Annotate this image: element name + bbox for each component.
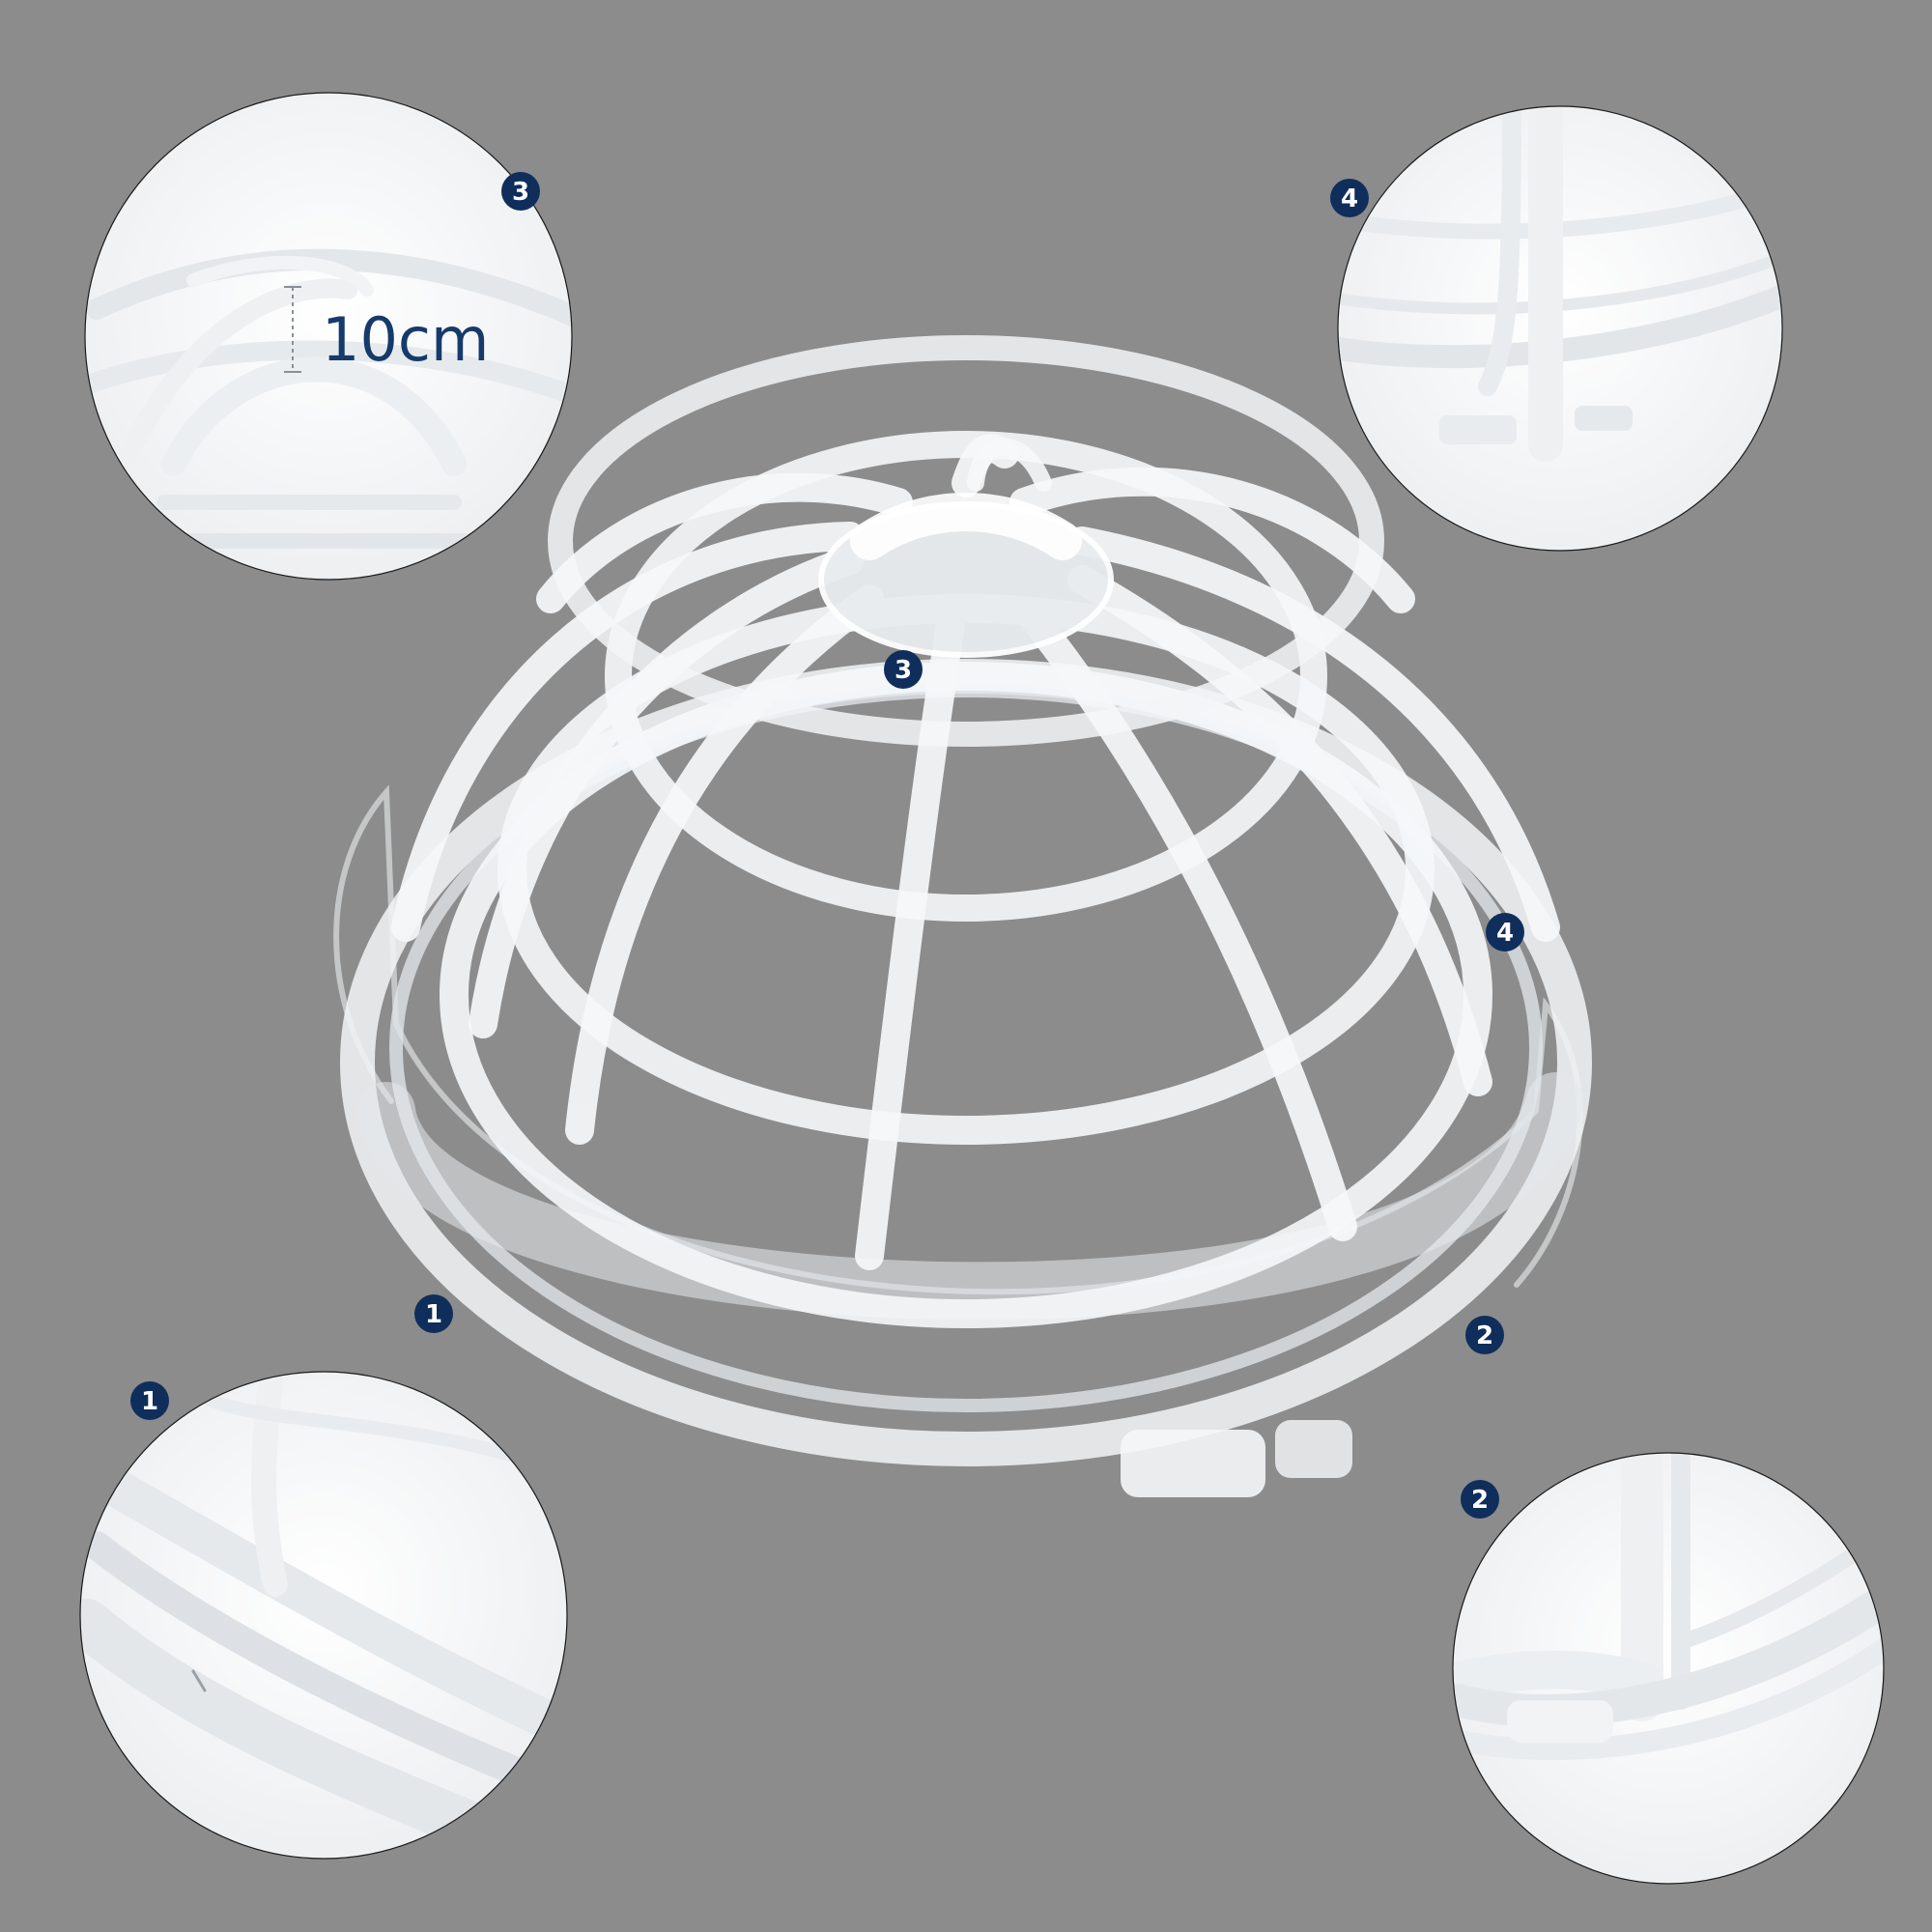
callout-badge [1486,913,1524,952]
callout-number: 1 [425,1300,442,1329]
callout-zoom-1: 1 [130,1381,169,1420]
callout-badge [1461,1480,1499,1519]
hat-cage-main [333,335,1592,1497]
zoom-detail-4 [1337,105,1783,552]
callout-main-2: 2 [1465,1316,1504,1354]
cage-base-skirt [357,1072,1584,1321]
callout-zoom-2: 2 [1461,1480,1499,1519]
cage-crown-top [850,493,1082,560]
callout-badge [130,1381,169,1420]
cage-front-clip-2 [1275,1420,1352,1478]
callout-badge [1465,1316,1504,1354]
callout-main-3: 3 [884,650,923,689]
callout-main-4: 4 [1486,913,1524,952]
cage-ribs [391,434,1560,1270]
callout-badge [1330,179,1369,217]
callout-number: 2 [1471,1486,1489,1515]
measurement-label: 10cm [322,304,489,375]
callout-number: 4 [1496,919,1514,948]
measurement-marker [284,286,301,373]
zoom-detail-3: 10cm [84,92,573,581]
cage-front-clip [1121,1430,1265,1497]
callout-number: 3 [895,656,912,685]
cage-ring-top [548,335,1384,747]
callout-main-1: 1 [414,1294,453,1333]
cage-hang-loop [967,438,1052,492]
callout-zoom-4: 4 [1330,179,1369,217]
cage-ring-upper [605,431,1327,922]
callout-number: 3 [512,178,529,207]
callout-badge [414,1294,453,1333]
zoom-detail-1 [79,1371,568,1860]
callout-zoom-3: 3 [501,172,540,211]
callout-number: 4 [1341,185,1358,213]
callout-number: 1 [141,1387,158,1416]
callout-badge [501,172,540,211]
zoom-detail-2 [1452,1452,1885,1885]
cage-ring-lower [440,662,1492,1328]
callout-number: 2 [1476,1321,1493,1350]
callout-badge [884,650,923,689]
